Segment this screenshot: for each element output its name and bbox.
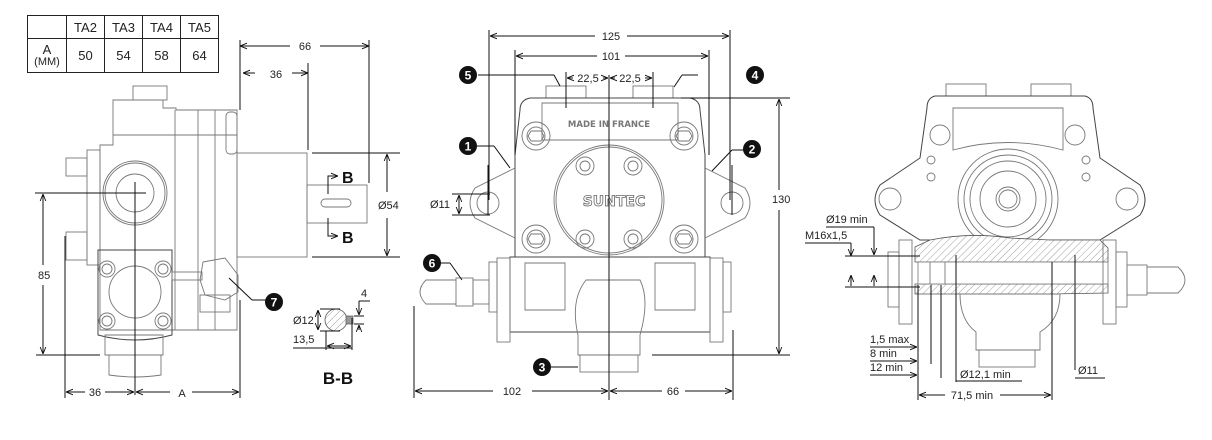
dim-54: Ø54 bbox=[378, 200, 399, 212]
dim-102: 102 bbox=[503, 386, 521, 398]
svg-text:1: 1 bbox=[465, 140, 472, 154]
svg-text:2: 2 bbox=[749, 143, 756, 157]
svg-text:5: 5 bbox=[465, 69, 472, 83]
dim-36-bottom: 36 bbox=[89, 387, 101, 399]
callout-7: 7 bbox=[265, 293, 283, 311]
dim-101: 101 bbox=[602, 51, 620, 63]
table-cell: 64 bbox=[180, 38, 219, 73]
pump-body-side bbox=[35, 85, 368, 395]
dim-8: 8 min bbox=[870, 348, 897, 360]
dim-12: 12 min bbox=[870, 362, 903, 374]
dim-thread: M16x1,5 bbox=[805, 230, 847, 242]
dim-4: 4 bbox=[361, 288, 367, 300]
dim-12-1: Ø12,1 min bbox=[960, 369, 1011, 381]
table-cell: 58 bbox=[142, 38, 181, 73]
side-view: 66 36 Ø54 B B 85 36 A 7 bbox=[35, 40, 400, 400]
dim-13-5: 13,5 bbox=[293, 334, 314, 346]
svg-text:7: 7 bbox=[271, 296, 278, 310]
table-cell: 54 bbox=[104, 38, 143, 73]
dim-22-5-right: 22,5 bbox=[619, 73, 640, 85]
dim-a: A bbox=[178, 388, 186, 400]
table-header-cell: TA4 bbox=[142, 15, 181, 39]
suntec-logo: SUNTEC bbox=[583, 194, 646, 210]
callout-6: 6 bbox=[423, 254, 441, 272]
dim-85: 85 bbox=[38, 270, 50, 282]
dim-36-top: 36 bbox=[270, 69, 282, 81]
dim-66-side: 66 bbox=[299, 41, 311, 53]
dim-66-front: 66 bbox=[667, 386, 679, 398]
callout-5: 5 bbox=[459, 66, 477, 84]
dim-12-section: Ø12 bbox=[293, 315, 314, 327]
dim-130: 130 bbox=[772, 194, 790, 206]
dimension-table: TA2 TA3 TA4 TA5 A (MM) 50 54 58 64 bbox=[27, 15, 219, 73]
svg-text:6: 6 bbox=[429, 257, 436, 271]
table-cell: 50 bbox=[66, 38, 105, 73]
section-marker-b-top: B bbox=[342, 170, 354, 187]
section-marker-b-bottom: B bbox=[342, 230, 354, 247]
dim-1-5: 1,5 max bbox=[870, 334, 910, 346]
callout-4: 4 bbox=[746, 66, 764, 84]
svg-text:3: 3 bbox=[539, 361, 546, 375]
dim-125: 125 bbox=[602, 31, 620, 43]
row-unit: (MM) bbox=[34, 55, 60, 68]
dim-11-front: Ø11 bbox=[430, 199, 450, 211]
rear-view: Ø19 min M16x1,5 1,5 max 8 min 12 min Ø12… bbox=[805, 83, 1186, 402]
pump-body-front: MADE IN FRANCE SUNTEC bbox=[419, 85, 751, 373]
callout-1: 1 bbox=[459, 137, 477, 155]
table-row: A (MM) 50 54 58 64 bbox=[27, 38, 219, 73]
svg-text:4: 4 bbox=[752, 69, 759, 83]
dim-22-5-left: 22,5 bbox=[577, 73, 598, 85]
front-view: MADE IN FRANCE SUNTEC bbox=[413, 30, 790, 400]
dim-71-5: 71,5 min bbox=[951, 390, 993, 402]
dim-19: Ø19 min bbox=[826, 214, 868, 226]
section-bb: Ø12 13,5 4 B-B bbox=[293, 288, 370, 388]
callout-2: 2 bbox=[743, 140, 761, 158]
row-label: A bbox=[42, 41, 52, 57]
callout-3: 3 bbox=[533, 358, 551, 376]
dim-11-rear: Ø11 bbox=[1078, 365, 1098, 377]
section-title: B-B bbox=[323, 369, 353, 388]
pump-body-rear bbox=[874, 83, 1186, 368]
